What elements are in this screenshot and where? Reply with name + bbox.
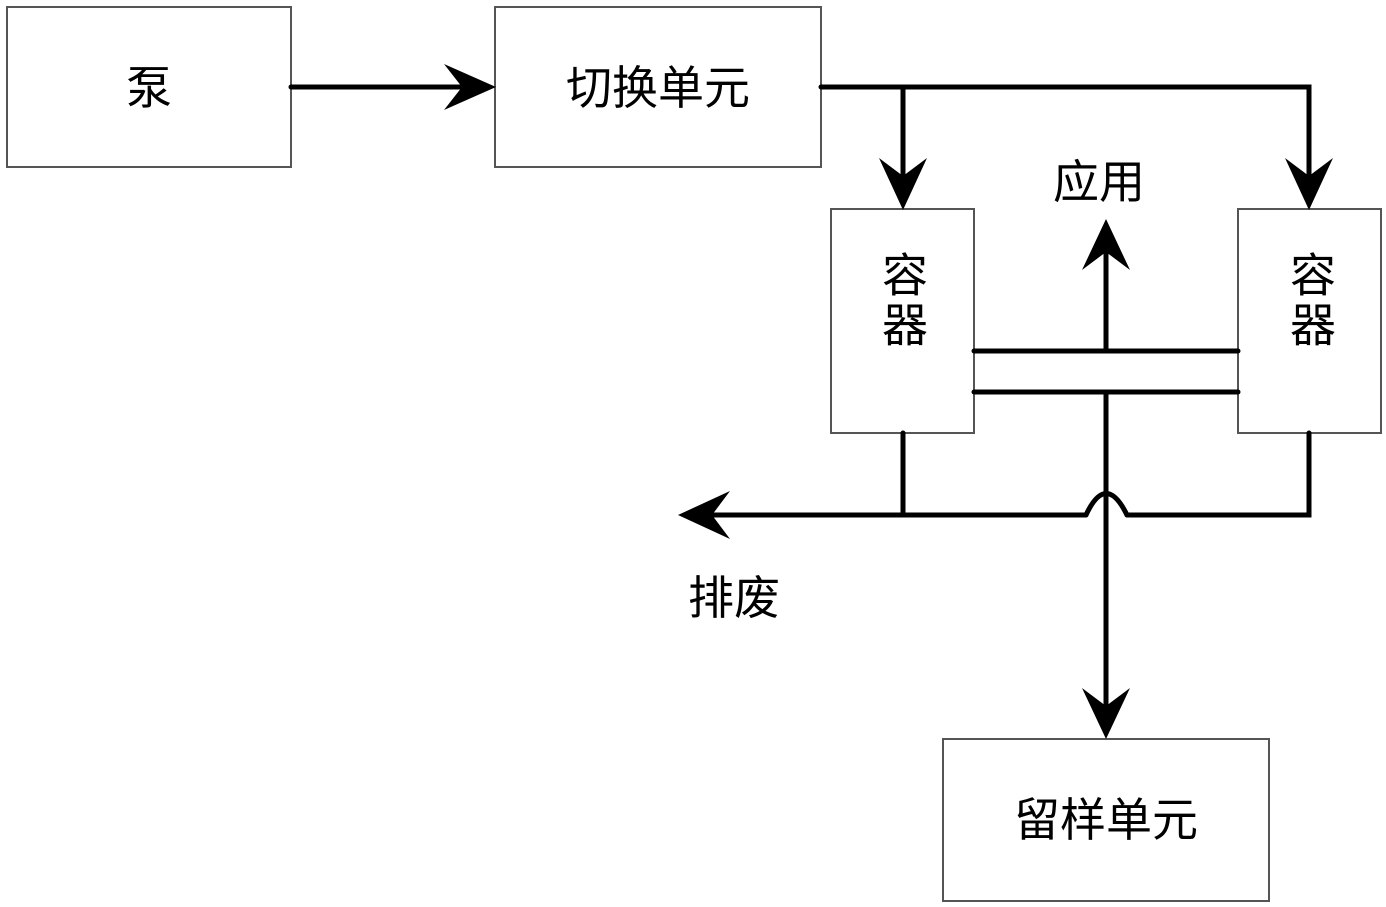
right-container-drain-line (1124, 430, 1312, 518)
pump-box (6, 6, 292, 168)
container-left-box (830, 208, 975, 434)
container-right-label: 容器 (1283, 251, 1337, 351)
container-right-box (1237, 208, 1382, 434)
switch-unit-box (494, 6, 822, 168)
switch-to-right-container-line (818, 84, 1312, 181)
container-left-label: 容器 (875, 251, 929, 351)
sample-unit-label: 留样单元 (1014, 793, 1198, 847)
pump-label: 泵 (126, 61, 172, 115)
application-label: 应用 (1053, 155, 1145, 209)
left-container-arrowhead (879, 158, 927, 210)
right-container-arrowhead (1285, 158, 1333, 210)
application-arrowhead (1082, 219, 1130, 270)
pump-to-switch-arrowhead (444, 64, 496, 110)
waste-label: 排废 (688, 571, 780, 625)
waste-arrowhead (678, 491, 730, 539)
sample-unit-box (942, 738, 1270, 902)
sample-arrowhead (1082, 688, 1130, 739)
switch-unit-label: 切换单元 (566, 61, 750, 115)
